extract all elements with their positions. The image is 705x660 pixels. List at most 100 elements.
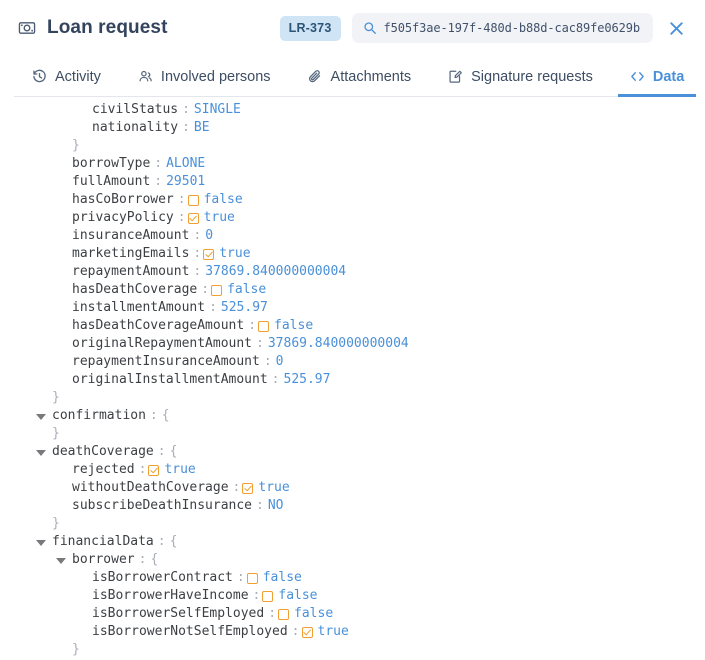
chevron-down-icon[interactable]	[36, 411, 47, 422]
json-row: repaymentAmount:37869.840000000004	[0, 263, 705, 281]
json-row[interactable]: borrower:{	[0, 551, 705, 569]
tree-spacer	[56, 357, 67, 368]
tree-spacer	[56, 231, 67, 242]
search-field[interactable]: f505f3ae-197f-480d-b88d-cac89fe0629b	[351, 13, 653, 43]
json-separator: :	[182, 102, 190, 117]
chevron-down-icon[interactable]	[56, 555, 67, 566]
chevron-down-icon[interactable]	[36, 447, 47, 458]
json-value: true	[258, 480, 290, 495]
json-separator: :	[193, 246, 202, 261]
tab-involved-persons[interactable]: Involved persons	[126, 56, 283, 97]
json-value: true	[317, 624, 349, 639]
json-brace: {	[169, 444, 178, 459]
json-value: false	[274, 318, 314, 333]
tab-activity-label: Activity	[55, 68, 101, 85]
json-separator: :	[268, 606, 277, 621]
json-key: financialData	[52, 534, 154, 549]
json-row: hasCoBorrower:false	[0, 191, 705, 209]
json-key: nationality	[92, 120, 179, 135]
people-icon	[138, 69, 153, 84]
json-value: 525.97	[283, 372, 331, 387]
json-key: hasCoBorrower	[72, 192, 174, 207]
checkbox-unchecked-icon[interactable]	[211, 284, 223, 296]
json-brace-row: }	[0, 515, 705, 533]
tree-spacer	[56, 321, 67, 332]
json-value: SINGLE	[193, 102, 241, 117]
tree-spacer	[76, 105, 87, 116]
checkbox-checked-icon[interactable]	[187, 212, 199, 224]
json-key: hasDeathCoverageAmount	[72, 318, 245, 333]
json-row: privacyPolicy: true	[0, 209, 705, 227]
search-input-value[interactable]: f505f3ae-197f-480d-b88d-cac89fe0629b	[383, 21, 641, 35]
checkbox-unchecked-icon[interactable]	[246, 572, 258, 584]
tree-spacer	[56, 267, 67, 278]
json-row: repaymentInsuranceAmount:0	[0, 353, 705, 371]
json-separator: :	[193, 228, 202, 243]
json-value: false	[278, 588, 318, 603]
json-row: insuranceAmount:0	[0, 227, 705, 245]
json-brace-row: }	[0, 137, 705, 155]
json-brace-row: }	[0, 641, 705, 657]
tab-data[interactable]: Data	[617, 56, 697, 97]
json-separator: :	[201, 282, 210, 297]
checkbox-unchecked-icon[interactable]	[258, 320, 270, 332]
json-key: isBorrowerHaveIncome	[92, 588, 249, 603]
json-value: BE	[193, 120, 210, 135]
banknote-icon	[18, 19, 36, 37]
tree-spacer	[56, 195, 67, 206]
json-brace: }	[72, 138, 80, 153]
tab-activity[interactable]: Activity	[20, 56, 113, 97]
json-brace: }	[52, 390, 60, 405]
json-brace: {	[150, 552, 159, 567]
json-row: subscribeDeathInsurance:NO	[0, 497, 705, 515]
json-value: false	[203, 192, 243, 207]
json-key: confirmation	[52, 408, 146, 423]
tree-spacer	[56, 285, 67, 296]
json-separator: :	[138, 552, 147, 567]
json-row: fullAmount:29501	[0, 173, 705, 191]
json-value: true	[203, 210, 235, 225]
json-row[interactable]: financialData:{	[0, 533, 705, 551]
tree-spacer	[76, 627, 87, 638]
json-value: ALONE	[166, 156, 206, 171]
json-separator: :	[263, 354, 272, 369]
checkbox-unchecked-icon[interactable]	[187, 194, 199, 206]
json-row: isBorrowerSelfEmployed:false	[0, 605, 705, 623]
json-value: 525.97	[220, 300, 268, 315]
json-key: borrower	[72, 552, 135, 567]
json-key: subscribeDeathInsurance	[72, 498, 253, 513]
json-separator: :	[157, 444, 166, 459]
tab-attachments[interactable]: Attachments	[296, 56, 424, 97]
json-value: 29501	[166, 174, 206, 189]
json-separator: :	[256, 498, 264, 513]
json-row[interactable]: deathCoverage:{	[0, 443, 705, 461]
close-button[interactable]	[661, 13, 691, 43]
json-key: privacyPolicy	[72, 210, 174, 225]
json-brace: {	[161, 408, 170, 423]
checkbox-unchecked-icon[interactable]	[262, 590, 274, 602]
json-brace: }	[52, 516, 60, 531]
json-row: withoutDeathCoverage:true	[0, 479, 705, 497]
page-title: Loan request	[47, 17, 168, 38]
tab-involved-persons-label: Involved persons	[160, 68, 271, 85]
reference-badge: LR-373	[279, 15, 341, 41]
json-key: civilStatus	[92, 102, 179, 117]
checkbox-checked-icon[interactable]	[301, 626, 313, 638]
json-row: installmentAmount:525.97	[0, 299, 705, 317]
tab-signature-requests[interactable]: Signature requests	[436, 56, 605, 97]
json-key: originalInstallmentAmount	[72, 372, 268, 387]
checkbox-checked-icon[interactable]	[242, 482, 254, 494]
checkbox-unchecked-icon[interactable]	[278, 608, 290, 620]
chevron-down-icon[interactable]	[36, 537, 47, 548]
json-row: hasDeathCoverageAmount:false	[0, 317, 705, 335]
checkbox-checked-icon[interactable]	[148, 464, 160, 476]
json-row: isBorrowerContract:false	[0, 569, 705, 587]
json-key: isBorrowerNotSelfEmployed	[92, 624, 288, 639]
json-value: NO	[267, 498, 284, 513]
checkbox-checked-icon[interactable]	[203, 248, 215, 260]
json-separator: :	[177, 210, 186, 225]
json-row[interactable]: confirmation:{	[0, 407, 705, 425]
json-value: 0	[275, 354, 284, 369]
tree-spacer	[56, 501, 67, 512]
